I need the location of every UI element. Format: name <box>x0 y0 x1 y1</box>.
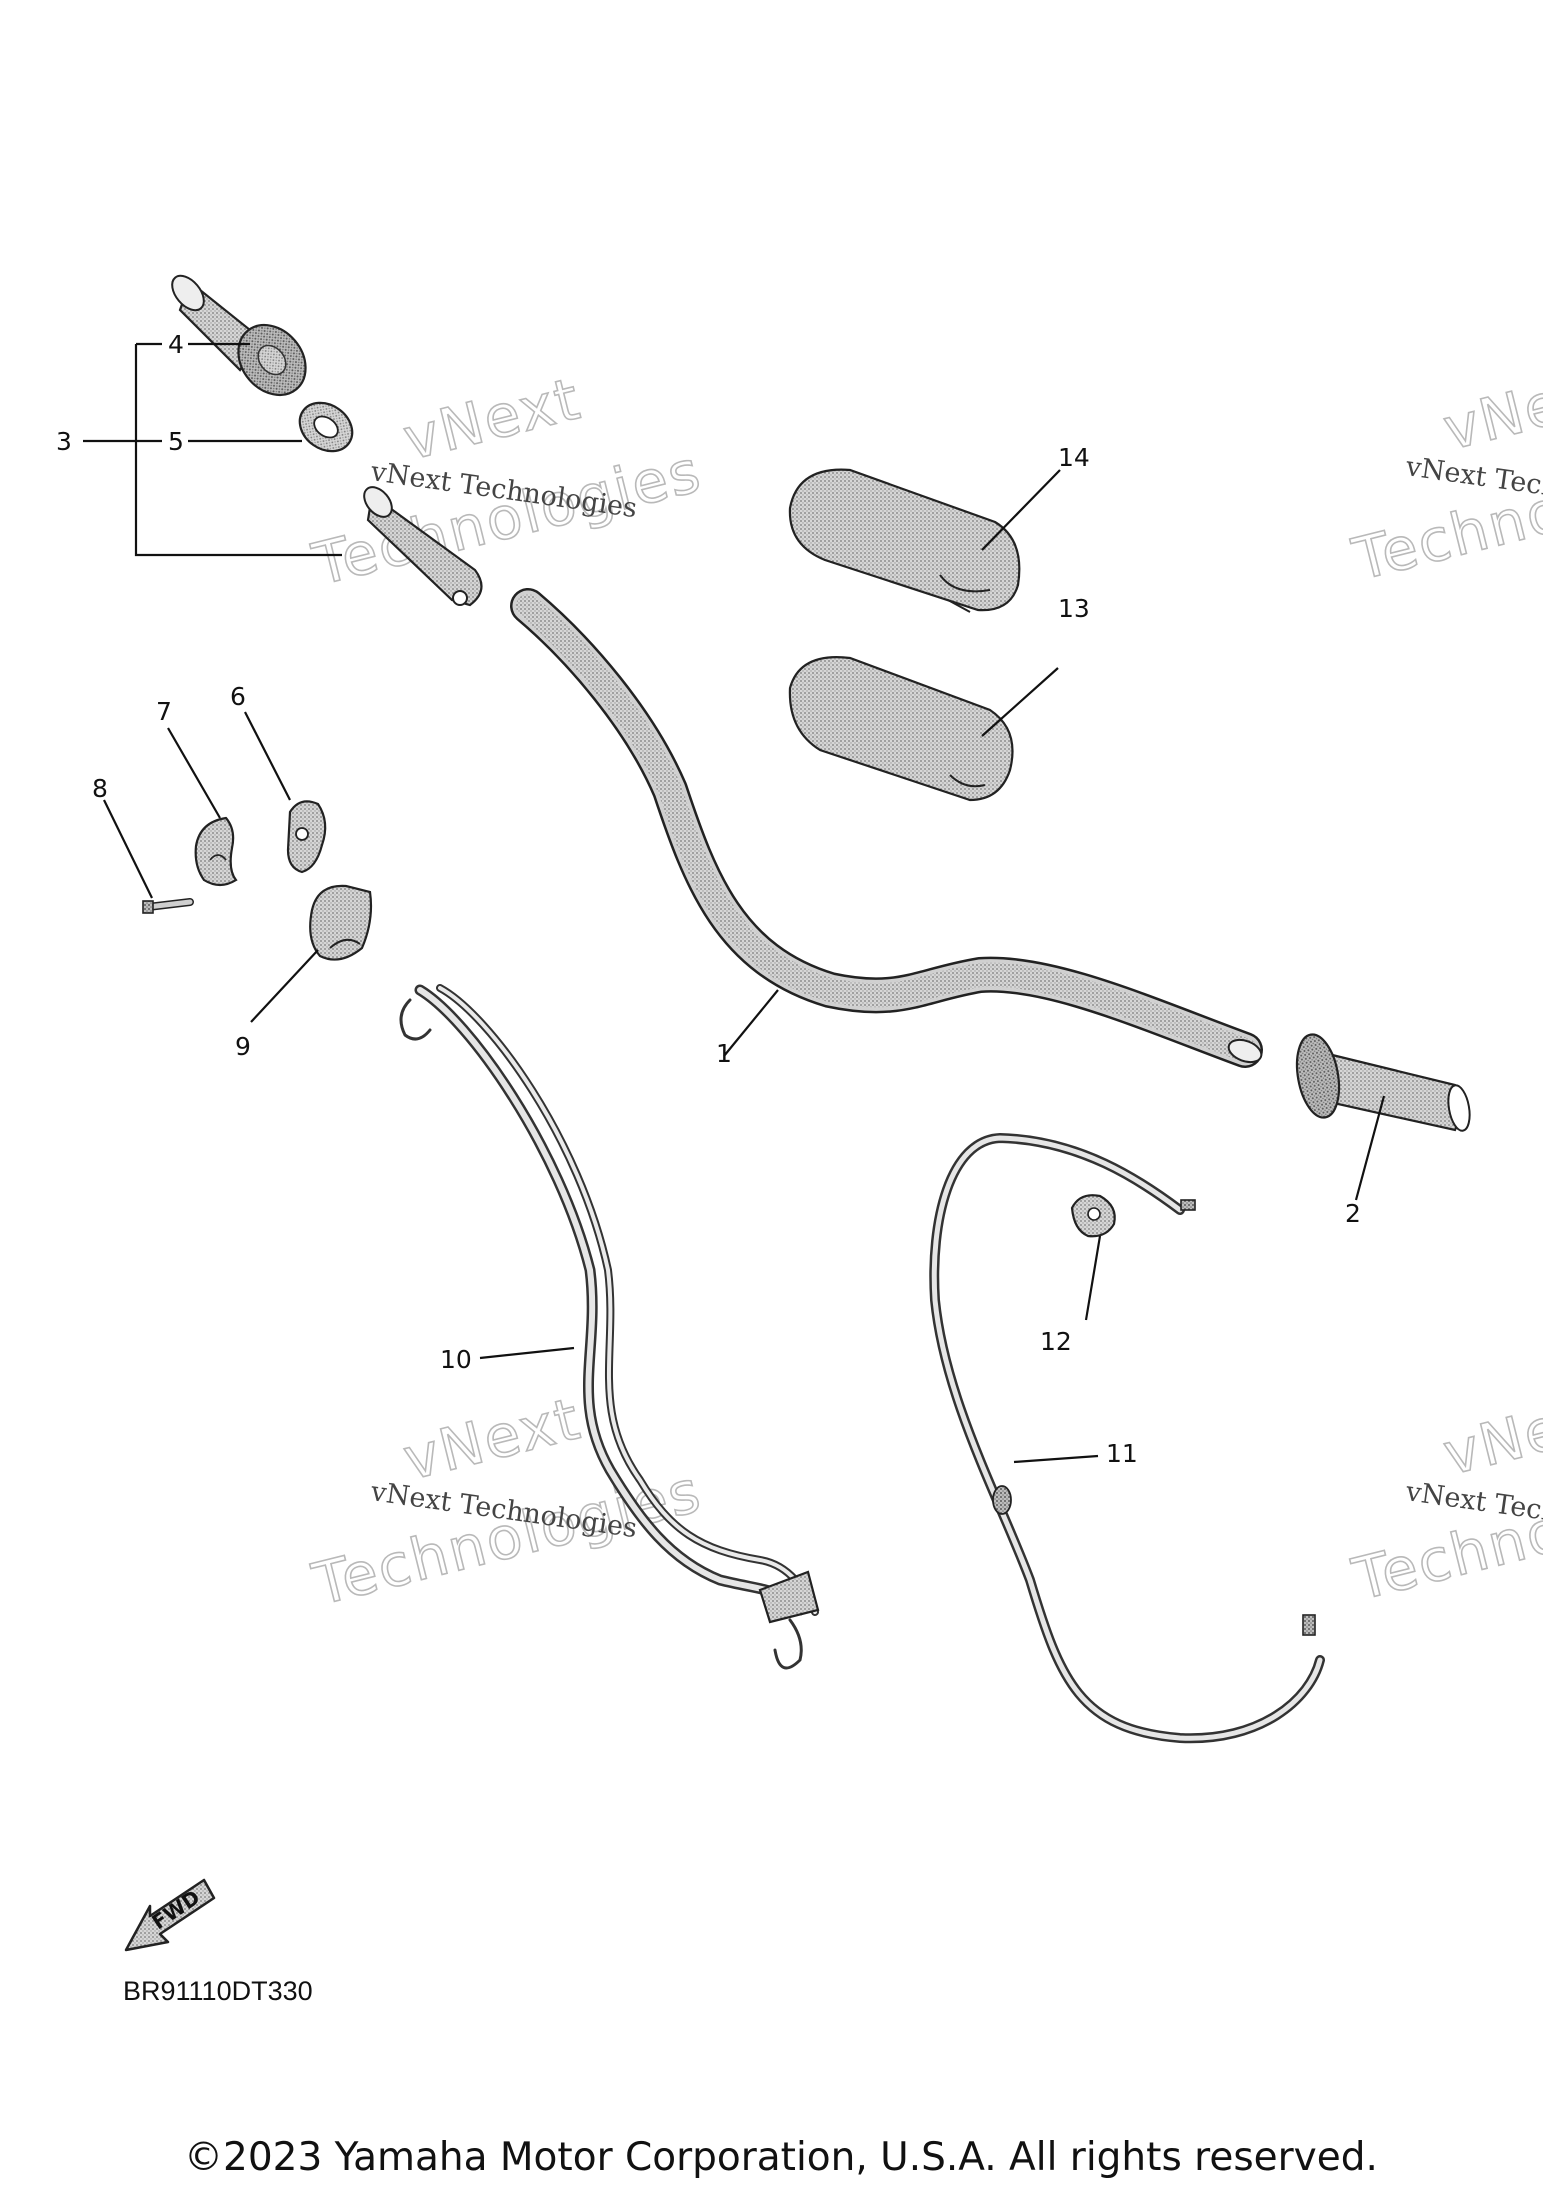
part-throttle-housing-upper <box>286 800 327 874</box>
part-screw <box>142 898 194 914</box>
callout-14: 14 <box>1058 443 1090 472</box>
drawing-code: BR91110DT330 <box>123 1976 313 2006</box>
copyright-notice: ©2023 Yamaha Motor Corporation, U.S.A. A… <box>184 2135 1378 2180</box>
callout-2: 2 <box>1345 1199 1361 1228</box>
watermark-lower-right: vNext Technologies vNext Technologies <box>1345 1378 1543 1614</box>
watermark-brand: vNext <box>397 1384 588 1493</box>
callout-1: 1 <box>716 1039 732 1068</box>
part-right-grip <box>1295 1033 1471 1132</box>
part-washer <box>298 401 354 453</box>
part-pad-cover <box>788 468 1021 613</box>
watermark-company: Technologies <box>306 1457 708 1619</box>
part-cable-11 <box>929 1133 1325 1744</box>
watermark-company: Technologies <box>306 437 708 599</box>
callout-12: 12 <box>1040 1327 1072 1356</box>
part-switch <box>309 884 373 961</box>
watermark-upper-right: vNext Technologies vNext Technologies <box>1345 353 1543 594</box>
fwd-label: FWD <box>147 1885 204 1934</box>
leader-lines <box>83 342 1386 1464</box>
watermark-company: Technologies <box>1346 1452 1543 1614</box>
part-throttle-housing-lower <box>194 816 238 887</box>
callout-10: 10 <box>440 1345 472 1374</box>
callout-8: 8 <box>92 774 108 803</box>
watermark-brand: vNext <box>1437 1379 1543 1488</box>
part-throttle-sleeve <box>363 486 483 607</box>
watermark-brand: vNext <box>397 364 588 473</box>
part-handlebar <box>510 588 1263 1068</box>
callout-4: 4 <box>168 330 184 359</box>
watermark-lower-left: vNext Technologies vNext Technologies <box>305 1383 709 1619</box>
callout-11: 11 <box>1106 1439 1138 1468</box>
part-handlebar-pad <box>788 656 1014 802</box>
watermark-brand: vNext <box>1437 354 1543 463</box>
callout-13: 13 <box>1058 594 1090 623</box>
part-cable-holder <box>1070 1194 1116 1238</box>
watermark-upper-left: vNext Technologies vNext Technologies <box>305 363 709 599</box>
callout-7: 7 <box>156 697 172 726</box>
part-throttle-grip <box>171 274 307 397</box>
callouts: 1 2 3 4 5 6 7 8 9 10 11 12 13 14 <box>56 330 1361 1468</box>
callout-6: 6 <box>230 682 246 711</box>
part-cable-10 <box>399 984 820 1670</box>
fwd-arrow-icon: FWD <box>124 1878 216 1952</box>
callout-9: 9 <box>235 1032 251 1061</box>
callout-5: 5 <box>168 427 184 456</box>
callout-3: 3 <box>56 427 72 456</box>
